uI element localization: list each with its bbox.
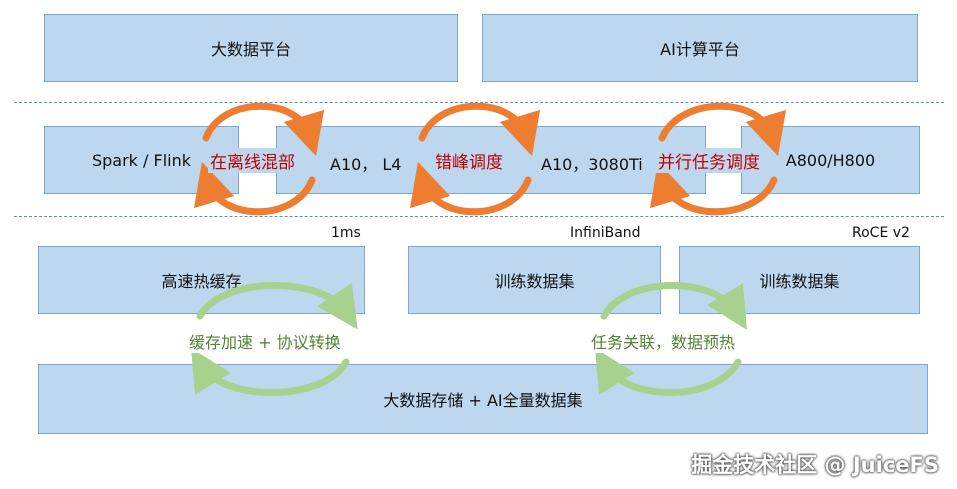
roce-tag: RoCE v2 xyxy=(852,225,910,241)
a10-3080ti-label: A10，3080Ti xyxy=(541,155,643,174)
bigdata-platform-box: 大数据平台 xyxy=(44,14,458,82)
watermark: 掘金技术社区 @ JuiceFS xyxy=(691,453,939,477)
infiniband-tag: InfiniBand xyxy=(570,225,641,241)
bigdata-platform-label: 大数据平台 xyxy=(210,40,291,59)
storage-box: 大数据存储 + AI全量数据集 xyxy=(38,364,928,434)
a10-l4-label: A10， L4 xyxy=(330,155,402,174)
spark-flink-label: Spark / Flink xyxy=(91,150,192,170)
a800-h800-box: A800/H800 xyxy=(741,126,920,194)
ai-platform-label: AI计算平台 xyxy=(660,40,740,59)
latency-tag: 1ms xyxy=(331,225,361,241)
training-set-label-1: 训练数据集 xyxy=(494,272,575,291)
hot-cache-label: 高速热缓存 xyxy=(161,272,242,291)
training-set-box-1: 训练数据集 xyxy=(408,246,661,314)
peak-shift-label: 错峰调度 xyxy=(433,148,505,173)
ai-platform-box: AI计算平台 xyxy=(482,14,918,82)
storage-label: 大数据存储 + AI全量数据集 xyxy=(383,391,583,410)
cache-accel-label: 缓存加速 + 协议转换 xyxy=(186,329,344,353)
hot-cache-box: 高速热缓存 xyxy=(38,246,365,314)
parallel-sched-label: 并行任务调度 xyxy=(656,148,762,173)
training-set-label-2: 训练数据集 xyxy=(759,272,840,291)
divider-top xyxy=(14,102,944,103)
offline-mix-label: 在离线混部 xyxy=(208,148,297,173)
task-assoc-label: 任务关联，数据预热 xyxy=(588,329,739,353)
a800-h800-label: A800/H800 xyxy=(785,150,876,170)
training-set-box-2: 训练数据集 xyxy=(679,246,920,314)
divider-bottom xyxy=(14,216,944,217)
